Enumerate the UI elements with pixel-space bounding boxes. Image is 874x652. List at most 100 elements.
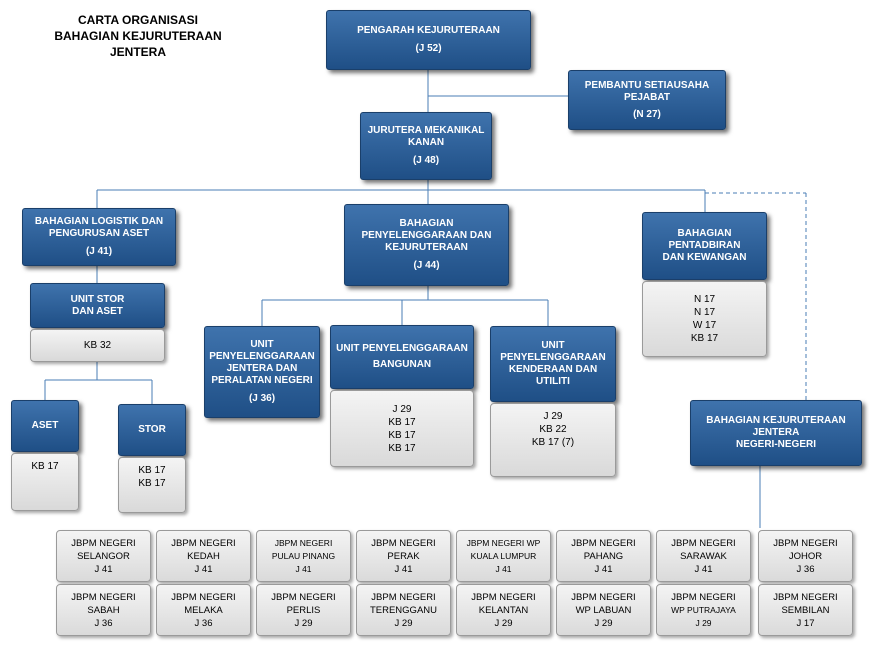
stor-staff-2: KB 17 — [138, 478, 166, 489]
state-line-2: MELAKA — [184, 604, 223, 616]
state-line-1: JBPM NEGERI — [71, 591, 136, 603]
negeri-line-1: BAHAGIAN KEJURUTERAAN — [706, 415, 846, 426]
penyelenggaraan-line-2: PENYELENGGARAAN DAN — [361, 230, 492, 241]
unit-bangunan-box: UNIT PENYELENGGARAAN BANGUNAN — [330, 325, 474, 389]
state-line-2: WP PUTRAJAYA — [671, 604, 736, 615]
pengarah-grade: (J 52) — [415, 43, 442, 54]
state-grade: J 36 — [94, 617, 113, 629]
state-box-pahang: JBPM NEGERI PAHANG J 41 — [556, 530, 651, 582]
state-grade: J 29 — [294, 617, 313, 629]
negeri-line-3: NEGERI-NEGERI — [735, 439, 816, 450]
stor-box: STOR — [118, 404, 186, 456]
state-box-kedah: JBPM NEGERI KEDAH J 41 — [156, 530, 251, 582]
state-grade: J 29 — [695, 617, 712, 628]
pentadbiran-line-2: PENTADBIRAN — [668, 240, 741, 251]
aset-staff: KB 17 — [11, 453, 79, 511]
state-box-sembilan: JBPM NEGERI SEMBILAN J 17 — [758, 584, 853, 636]
unit-stor-staff-1: KB 32 — [83, 340, 112, 351]
state-line-2: PERLIS — [286, 604, 321, 616]
state-box-perak: JBPM NEGERI PERAK J 41 — [356, 530, 451, 582]
state-line-2: WP LABUAN — [575, 604, 632, 616]
pentadbiran-box: BAHAGIAN PENTADBIRAN DAN KEWANGAN — [642, 212, 767, 280]
unit-kenderaan-staff-1: J 29 — [543, 411, 563, 422]
state-grade: J 41 — [295, 563, 312, 574]
state-line-1: JBPM NEGERI — [671, 537, 736, 549]
jurutera-line-1: JURUTERA MEKANIKAL — [367, 125, 485, 136]
chart-title-line-3: JENTERA — [109, 45, 166, 59]
state-box-kelantan: JBPM NEGERI KELANTAN J 29 — [456, 584, 551, 636]
state-line-1: JBPM NEGERI — [471, 591, 536, 603]
state-line-1: JBPM NEGERI — [671, 591, 736, 603]
state-box-melaka: JBPM NEGERI MELAKA J 36 — [156, 584, 251, 636]
state-line-1: JBPM NEGERI — [171, 591, 236, 603]
unit-kenderaan-staff: J 29 KB 22 KB 17 (7) — [490, 403, 616, 477]
state-grade: J 29 — [594, 617, 613, 629]
state-box-sarawak: JBPM NEGERI SARAWAK J 41 — [656, 530, 751, 582]
unit-stor-staff: KB 32 — [30, 329, 165, 362]
state-line-2: SEMBILAN — [781, 604, 830, 616]
state-line-1: JBPM NEGERI — [271, 591, 336, 603]
pentadbiran-staff: N 17 N 17 W 17 KB 17 — [642, 281, 767, 357]
state-line-1: JBPM NEGERI WP — [466, 537, 541, 548]
unit-bangunan-line-2: BANGUNAN — [372, 359, 432, 370]
state-line-2: JOHOR — [788, 550, 823, 562]
state-line-2: KUALA LUMPUR — [470, 550, 537, 561]
pentadbiran-line-1: BAHAGIAN — [677, 228, 732, 239]
unit-jentera-line-1: UNIT — [250, 339, 274, 350]
state-line-1: JBPM NEGERI — [371, 591, 436, 603]
state-grade: J 17 — [796, 617, 815, 629]
unit-jentera-line-3: JENTERA DAN — [226, 363, 298, 374]
penyelenggaraan-grade: (J 44) — [413, 260, 440, 271]
stor-label: STOR — [138, 424, 166, 435]
unit-kenderaan-line-1: UNIT — [541, 340, 565, 351]
chart-title-line-1: CARTA ORGANISASI — [78, 13, 198, 27]
pengarah-name: PENGARAH KEJURUTERAAN — [357, 25, 500, 36]
negeri-line-2: JENTERA — [752, 427, 800, 438]
pentadbiran-staff-2: N 17 — [693, 307, 716, 318]
pentadbiran-staff-4: KB 17 — [690, 333, 719, 344]
unit-kenderaan-line-2: PENYELENGGARAAN — [500, 352, 606, 363]
state-line-1: JBPM NEGERI — [773, 591, 838, 603]
unit-kenderaan-line-3: KENDERAAN DAN — [508, 364, 598, 375]
state-grade: J 41 — [394, 563, 413, 575]
logistik-grade: (J 41) — [85, 246, 113, 257]
logistik-line-2: PENGURUSAN ASET — [48, 228, 150, 239]
unit-bangunan-staff-3: KB 17 — [388, 429, 416, 441]
unit-bangunan-staff-2: KB 17 — [388, 416, 416, 428]
jurutera-line-2: KANAN — [407, 137, 445, 148]
chart-title: CARTA ORGANISASI BAHAGIAN KEJURUTERAAN J… — [38, 12, 238, 60]
aset-staff-1: KB 17 — [31, 461, 59, 472]
chart-title-line-2: BAHAGIAN KEJURUTERAAN — [54, 29, 222, 43]
state-line-2: TERENGGANU — [369, 604, 438, 616]
stor-staff: KB 17 KB 17 — [118, 457, 186, 513]
unit-stor-box: UNIT STOR DAN ASET — [30, 283, 165, 328]
state-box-terengganu: JBPM NEGERI TERENGGANU J 29 — [356, 584, 451, 636]
state-grade: J 41 — [495, 563, 512, 574]
state-line-2: KELANTAN — [478, 604, 529, 616]
pentadbiran-staff-3: W 17 — [692, 320, 717, 331]
state-box-selangor: JBPM NEGERI SELANGOR J 41 — [56, 530, 151, 582]
logistik-box: BAHAGIAN LOGISTIK DAN PENGURUSAN ASET (J… — [22, 208, 176, 266]
unit-stor-line-1: UNIT STOR — [70, 293, 125, 305]
pentadbiran-line-3: DAN KEWANGAN — [662, 252, 747, 263]
unit-jentera-box: UNIT PENYELENGGARAAN JENTERA DAN PERALAT… — [204, 326, 320, 418]
aset-label: ASET — [31, 420, 59, 431]
state-box-wp-putrajaya: JBPM NEGERI WP PUTRAJAYA J 29 — [656, 584, 751, 636]
pembantu-grade: (N 27) — [633, 108, 661, 120]
unit-kenderaan-box: UNIT PENYELENGGARAAN KENDERAAN DAN UTILI… — [490, 326, 616, 402]
aset-box: ASET — [11, 400, 79, 452]
state-line-1: JBPM NEGERI — [171, 537, 236, 549]
state-line-2: SELANGOR — [77, 550, 130, 562]
state-box-wp-labuan: JBPM NEGERI WP LABUAN J 29 — [556, 584, 651, 636]
state-grade: J 41 — [94, 563, 113, 575]
unit-kenderaan-staff-3: KB 17 (7) — [531, 437, 575, 448]
stor-staff-1: KB 17 — [138, 465, 166, 476]
jurutera-mekanikal-box: JURUTERA MEKANIKAL KANAN (J 48) — [360, 112, 492, 180]
state-line-1: JBPM NEGERI — [371, 537, 436, 549]
state-box-sabah: JBPM NEGERI SABAH J 36 — [56, 584, 151, 636]
state-line-2: KEDAH — [187, 550, 220, 562]
pengarah-kejuruteraan-box: PENGARAH KEJURUTERAAN (J 52) — [326, 10, 531, 70]
unit-kenderaan-line-4: UTILITI — [536, 376, 570, 387]
pembantu-line-2: PEJABAT — [624, 91, 670, 103]
jurutera-grade: (J 48) — [412, 155, 440, 166]
